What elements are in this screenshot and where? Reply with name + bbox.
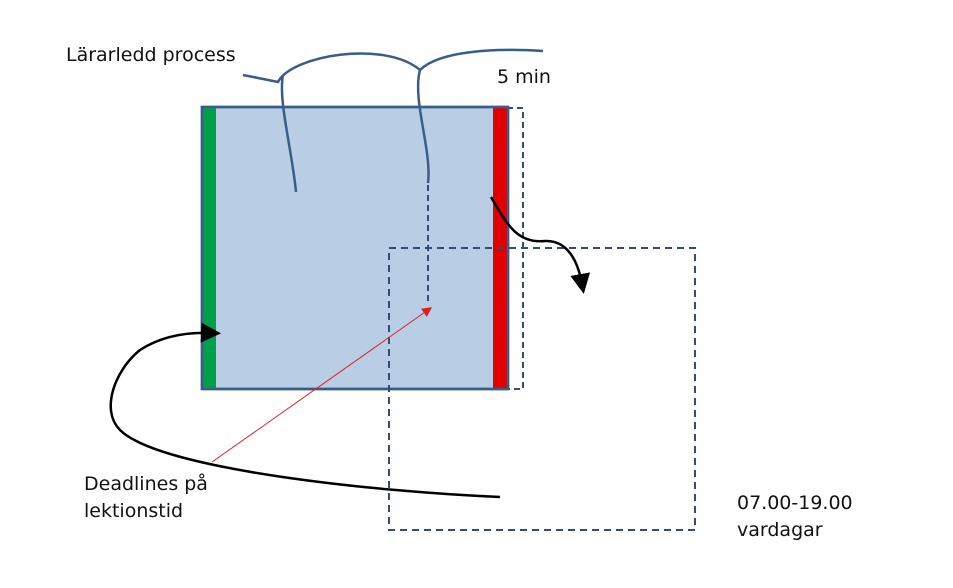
teacher-process-label: Lärarledd process [66, 44, 236, 66]
overflow-arrow [489, 196, 591, 294]
duration-label: 5 min [497, 66, 551, 88]
brace-tail-left [280, 74, 298, 193]
deadlines-label-line2: lektionstid [84, 500, 184, 522]
deadlines-label-line1: Deadlines på [84, 473, 208, 495]
deadline-return-arrow [109, 322, 501, 499]
process-brace [242, 48, 544, 84]
hours-label-line1: 07.00-19.00 [737, 492, 853, 514]
after-hours-dashed-box [388, 247, 696, 531]
lesson-time-block [200, 105, 510, 391]
hours-label-line2: vardagar [737, 519, 823, 541]
start-bar [202, 107, 216, 389]
brace-tail-right [416, 69, 430, 184]
deadline-pointer-arrow [211, 307, 433, 463]
